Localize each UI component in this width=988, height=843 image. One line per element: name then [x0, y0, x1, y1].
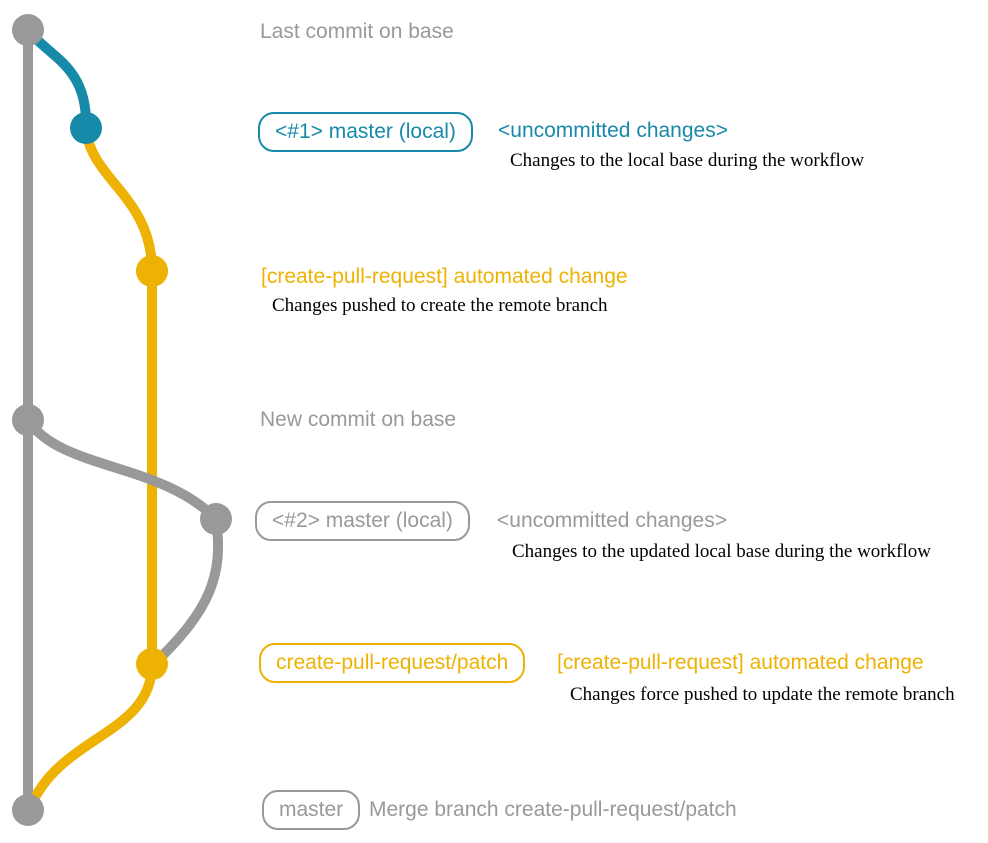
commit-dot-remote-update — [136, 648, 168, 680]
commit-dot-new-base — [12, 404, 44, 436]
new-commit-label: New commit on base — [260, 408, 457, 431]
commit2-note: Changes to the updated local base during… — [512, 541, 931, 562]
branch-badge-master-local-2: <#2> master (local) — [255, 501, 470, 541]
local-branch1-curve — [23, 25, 92, 133]
branch-badge-master: master — [262, 790, 361, 830]
commit1-note: Changes to the local base during the wor… — [510, 150, 865, 171]
branch-badge-create-pull-request-patch: create-pull-request/patch — [259, 643, 526, 683]
remote-branch-merge-curve — [25, 659, 157, 813]
merge-label: Merge branch create-pull-request/patch — [369, 798, 737, 821]
uncommitted-changes-status-1: <uncommitted changes> — [498, 119, 728, 142]
push1-note: Changes pushed to create the remote bran… — [272, 295, 608, 316]
commit-dot-remote-create — [136, 255, 168, 287]
remote-branch-create-curve — [81, 123, 157, 276]
uncommitted-changes-status-2: <uncommitted changes> — [497, 509, 727, 532]
local-branch2-curve — [23, 415, 221, 524]
local-branch2-forcepush-curve — [150, 514, 224, 668]
push2-note: Changes force pushed to update the remot… — [570, 684, 955, 705]
branch-badge-master-local-1: <#1> master (local) — [258, 112, 473, 152]
last-commit-label: Last commit on base — [260, 20, 454, 43]
push1-heading: [create-pull-request] automated change — [261, 265, 628, 288]
push2-heading: [create-pull-request] automated change — [557, 651, 924, 674]
commit-dot-merge — [12, 794, 44, 826]
commit-dot-local2 — [200, 503, 232, 535]
commit-dot-local1 — [70, 112, 102, 144]
commit-dot-last-base — [12, 14, 44, 46]
